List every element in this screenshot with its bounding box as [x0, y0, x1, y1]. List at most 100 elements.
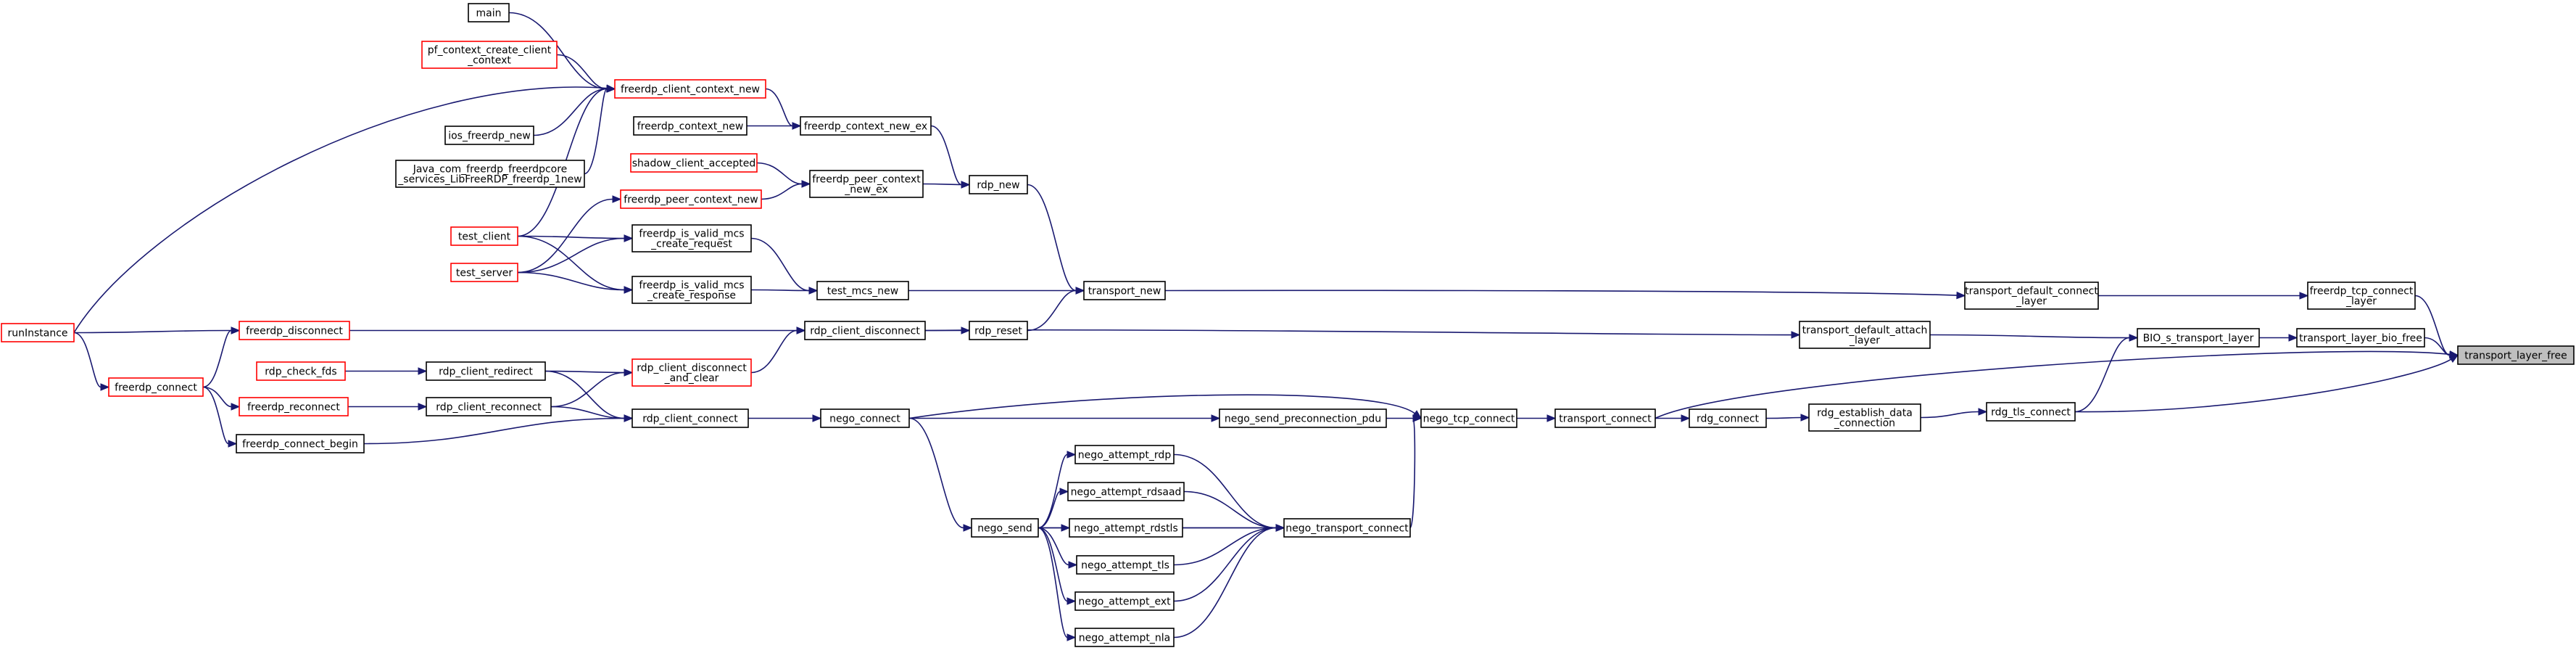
node-freerdp_peer_context_new_ex[interactable]: freerdp_peer_context_new_ex [809, 170, 924, 198]
node-nego_send[interactable]: nego_send [971, 518, 1039, 538]
node-test_server[interactable]: test_server [450, 263, 518, 282]
arrowhead-runinstance-to-freerdp_connect [100, 383, 110, 391]
edge-test_server-to-freerdp_peer_context_new [517, 198, 613, 274]
node-label: freerdp_reconnect [247, 402, 340, 414]
node-rdp_client_reconnect[interactable]: rdp_client_reconnect [426, 397, 552, 416]
node-rdp_new[interactable]: rdp_new [969, 175, 1028, 194]
node-freerdp_tcp_connect_layer[interactable]: freerdp_tcp_connect_layer [2307, 282, 2416, 310]
node-freerdp_connect[interactable]: freerdp_connect [108, 377, 204, 397]
node-label: _layer [1849, 335, 1880, 347]
node-freerdp_context_new_ex[interactable]: freerdp_context_new_ex [800, 116, 932, 136]
node-ios_freerdp_new[interactable]: ios_freerdp_new [444, 126, 534, 145]
node-label: main [476, 8, 502, 20]
node-rdp_reset[interactable]: rdp_reset [969, 321, 1028, 340]
edge-nego_attempt_rdp-to-nego_transport_connect [1173, 453, 1277, 529]
node-rdp_client_connect[interactable]: rdp_client_connect [631, 408, 749, 428]
node-freerdp_client_context_new[interactable]: freerdp_client_context_new [614, 79, 766, 99]
arrowhead-nego_send-to-nego_attempt_nla [1067, 633, 1077, 641]
node-java_com_freerdp[interactable]: Java_com_freerdp_freerdpcore_services_Li… [395, 160, 585, 188]
node-label: freerdp_connect_begin [242, 439, 358, 451]
node-box [630, 153, 758, 173]
edge-rdp_client_disconnect-to-transport_default_attach_layer [924, 329, 1792, 336]
node-bio_s_transport_layer[interactable]: BIO_s_transport_layer [2137, 328, 2260, 348]
node-box [969, 321, 1028, 340]
node-rdp_client_disconnect[interactable]: rdp_client_disconnect [804, 321, 926, 340]
node-label: transport_layer_free [2464, 350, 2567, 362]
arrowhead-nego_transport_connect-to-nego_tcp_connect [1412, 414, 1422, 422]
edge-shadow_client_accepted-to-freerdp_peer_context_new_ex [756, 162, 803, 185]
node-nego_attempt_rdsaad[interactable]: nego_attempt_rdsaad [1067, 482, 1185, 501]
node-transport_layer_free[interactable]: transport_layer_free [2457, 345, 2575, 365]
node-label: freerdp_peer_context [812, 174, 921, 186]
node-test_client[interactable]: test_client [450, 226, 518, 246]
arrowhead-freerdp_peer_context_new_ex-to-rdp_new [961, 181, 971, 189]
node-box [426, 397, 552, 416]
node-rdg_establish_data_connection[interactable]: rdg_establish_data_connection [1808, 403, 1921, 432]
node-label: rdp_client_redirect [439, 366, 533, 378]
node-label: freerdp_peer_context_new [624, 194, 758, 206]
arrowhead-rdp_client_disconnect_and_clear-to-rdp_client_disconnect [796, 326, 806, 334]
node-shadow_client_accepted[interactable]: shadow_client_accepted [630, 153, 758, 173]
node-label: test_server [456, 268, 513, 279]
arrowhead-rdg_establish_data_connection-to-rdg_tls_connect [1978, 408, 1988, 416]
edge-ios_freerdp_new-to-freerdp_client_context_new [533, 88, 608, 136]
node-label: nego_attempt_ext [1078, 596, 1171, 608]
node-box [2307, 282, 2416, 310]
arrowhead-transport_default_connect_layer-to-freerdp_tcp_connect_layer [2299, 292, 2309, 300]
node-freerdp_connect_begin[interactable]: freerdp_connect_begin [236, 434, 365, 453]
node-freerdp_peer_context_new[interactable]: freerdp_peer_context_new [620, 189, 762, 209]
node-test_mcs_new[interactable]: test_mcs_new [816, 281, 909, 300]
node-rdp_client_disconnect_and_clear[interactable]: rdp_client_disconnect_and_clear [631, 358, 752, 387]
node-transport_default_connect_layer[interactable]: transport_default_connect_layer [1964, 282, 2099, 310]
node-freerdp_is_valid_mcs_create_request[interactable]: freerdp_is_valid_mcs_create_request [631, 224, 752, 252]
edge-test_server-to-freerdp_is_valid_mcs_create_response [517, 271, 625, 291]
node-label: rdp_client_disconnect [810, 326, 920, 337]
node-nego_attempt_nla[interactable]: nego_attempt_nla [1074, 628, 1175, 647]
node-nego_connect[interactable]: nego_connect [820, 408, 910, 428]
node-nego_attempt_rdp[interactable]: nego_attempt_rdp [1074, 445, 1175, 464]
arrowhead-nego_send-to-nego_attempt_rdstls [1061, 524, 1071, 532]
node-transport_default_attach_layer[interactable]: transport_default_attach_layer [1799, 321, 1931, 349]
node-runinstance[interactable]: runInstance [1, 323, 75, 342]
edge-nego_attempt_tls-to-nego_transport_connect [1173, 527, 1277, 566]
node-box [2296, 328, 2425, 348]
arrowhead-freerdp_connect-to-freerdp_reconnect [231, 403, 241, 411]
arrowhead-rdp_client_reconnect-to-rdp_client_disconnect_and_clear [624, 369, 634, 377]
node-box [236, 434, 365, 453]
node-rdg_tls_connect[interactable]: rdg_tls_connect [1986, 402, 2076, 422]
node-freerdp_is_valid_mcs_create_response[interactable]: freerdp_is_valid_mcs_create_response [631, 276, 752, 304]
node-rdg_connect[interactable]: rdg_connect [1689, 408, 1767, 428]
node-box [1219, 408, 1387, 428]
node-nego_tcp_connect[interactable]: nego_tcp_connect [1420, 408, 1517, 428]
node-nego_send_preconnection_pdu[interactable]: nego_send_preconnection_pdu [1219, 408, 1387, 428]
node-transport_new[interactable]: transport_new [1083, 281, 1166, 300]
node-rdp_check_fds[interactable]: rdp_check_fds [256, 361, 346, 381]
node-pf_context_create_client_context[interactable]: pf_context_create_client_context [421, 41, 558, 69]
edge-java_com_freerdp-to-freerdp_client_context_new [584, 88, 608, 175]
node-transport_connect[interactable]: transport_connect [1554, 408, 1656, 428]
node-nego_attempt_tls[interactable]: nego_attempt_tls [1076, 555, 1175, 575]
node-freerdp_reconnect[interactable]: freerdp_reconnect [239, 397, 349, 416]
node-label: nego_tcp_connect [1423, 414, 1515, 425]
node-freerdp_context_new[interactable]: freerdp_context_new [633, 116, 747, 136]
arrowhead-bio_s_transport_layer-to-transport_layer_bio_free [2288, 334, 2298, 342]
node-box [614, 79, 766, 99]
edge-rdp_client_redirect-to-rdp_client_disconnect_and_clear [544, 370, 625, 374]
node-nego_transport_connect[interactable]: nego_transport_connect [1283, 518, 1411, 538]
node-freerdp_disconnect[interactable]: freerdp_disconnect [239, 321, 350, 340]
node-box [1808, 403, 1921, 432]
node-transport_layer_bio_free[interactable]: transport_layer_bio_free [2296, 328, 2425, 348]
node-nego_attempt_rdstls[interactable]: nego_attempt_rdstls [1069, 518, 1183, 538]
edge-freerdp_context_new_ex-to-rdp_new [930, 125, 962, 186]
edge-nego_attempt_rdsaad-to-nego_transport_connect [1183, 490, 1277, 529]
node-rdp_client_redirect[interactable]: rdp_client_redirect [426, 361, 546, 381]
node-box [1074, 591, 1175, 611]
node-nego_attempt_ext[interactable]: nego_attempt_ext [1074, 591, 1175, 611]
arrowhead-nego_tcp_connect-to-transport_connect [1546, 414, 1557, 422]
node-box [1689, 408, 1767, 428]
node-box [804, 321, 926, 340]
node-main[interactable]: main [468, 3, 510, 22]
node-box [633, 116, 747, 136]
arrowhead-nego_connect-to-nego_send [963, 524, 973, 532]
